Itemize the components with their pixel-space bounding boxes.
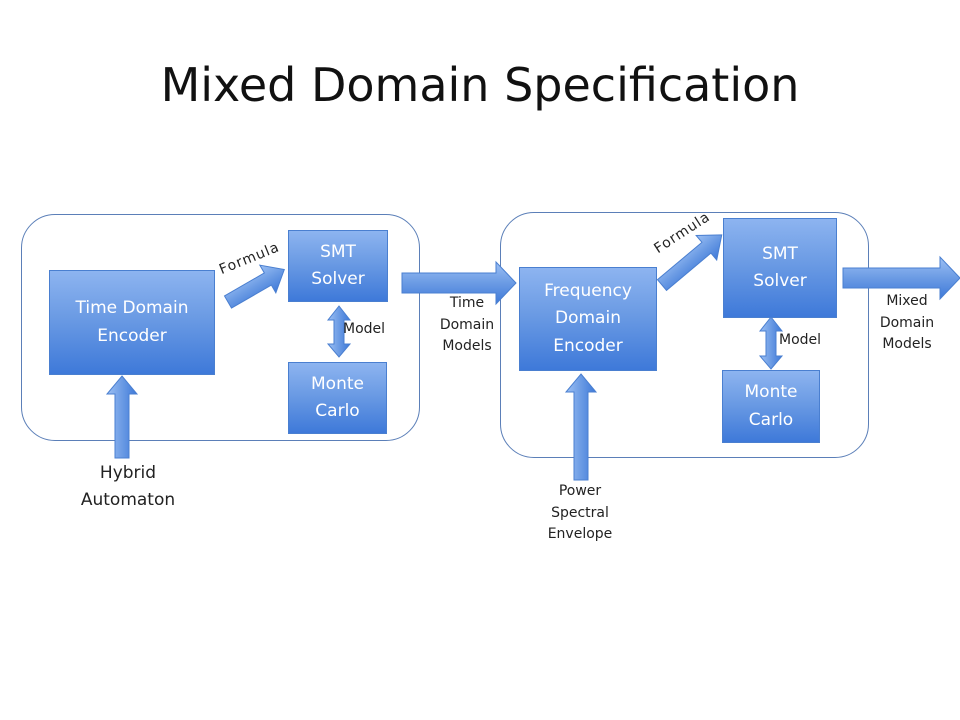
hybrid-automaton-label: Hybrid Automaton (80, 463, 176, 511)
smt-solver-label-right: SMT Solver (753, 243, 807, 291)
time-domain-models-label: Time Domain Models (439, 295, 495, 355)
model-label-left: Model (343, 321, 386, 337)
time-models-arrow (401, 260, 517, 306)
frequency-domain-encoder-box: Frequency Domain Encoder (519, 267, 657, 371)
hybrid-input-arrow (105, 375, 139, 459)
power-spectral-envelope-label: Power Spectral Envelope (547, 483, 613, 543)
page-title: Mixed Domain Specification (160, 58, 800, 112)
time-domain-encoder-label: Time Domain Encoder (75, 298, 189, 346)
smt-solver-box-left: SMT Solver (288, 230, 388, 302)
monte-carlo-label-right: Monte Carlo (744, 382, 798, 430)
model-label-right: Model (779, 332, 822, 348)
time-domain-encoder-box: Time Domain Encoder (49, 270, 215, 375)
smt-solver-box-right: SMT Solver (723, 218, 837, 318)
frequency-domain-encoder-label: Frequency Domain Encoder (544, 281, 632, 356)
model-arrow-right (758, 316, 784, 370)
power-input-arrow (564, 373, 598, 481)
smt-solver-label-left: SMT Solver (311, 241, 365, 289)
formula-arrow-right (656, 234, 723, 292)
mixed-domain-models-label: Mixed Domain Models (879, 293, 935, 353)
mixed-models-arrow (842, 255, 960, 301)
monte-carlo-box-left: Monte Carlo (288, 362, 387, 434)
formula-arrow-left (223, 264, 285, 309)
monte-carlo-box-right: Monte Carlo (722, 370, 820, 443)
monte-carlo-label-left: Monte Carlo (311, 373, 364, 421)
model-arrow-left (326, 305, 352, 358)
